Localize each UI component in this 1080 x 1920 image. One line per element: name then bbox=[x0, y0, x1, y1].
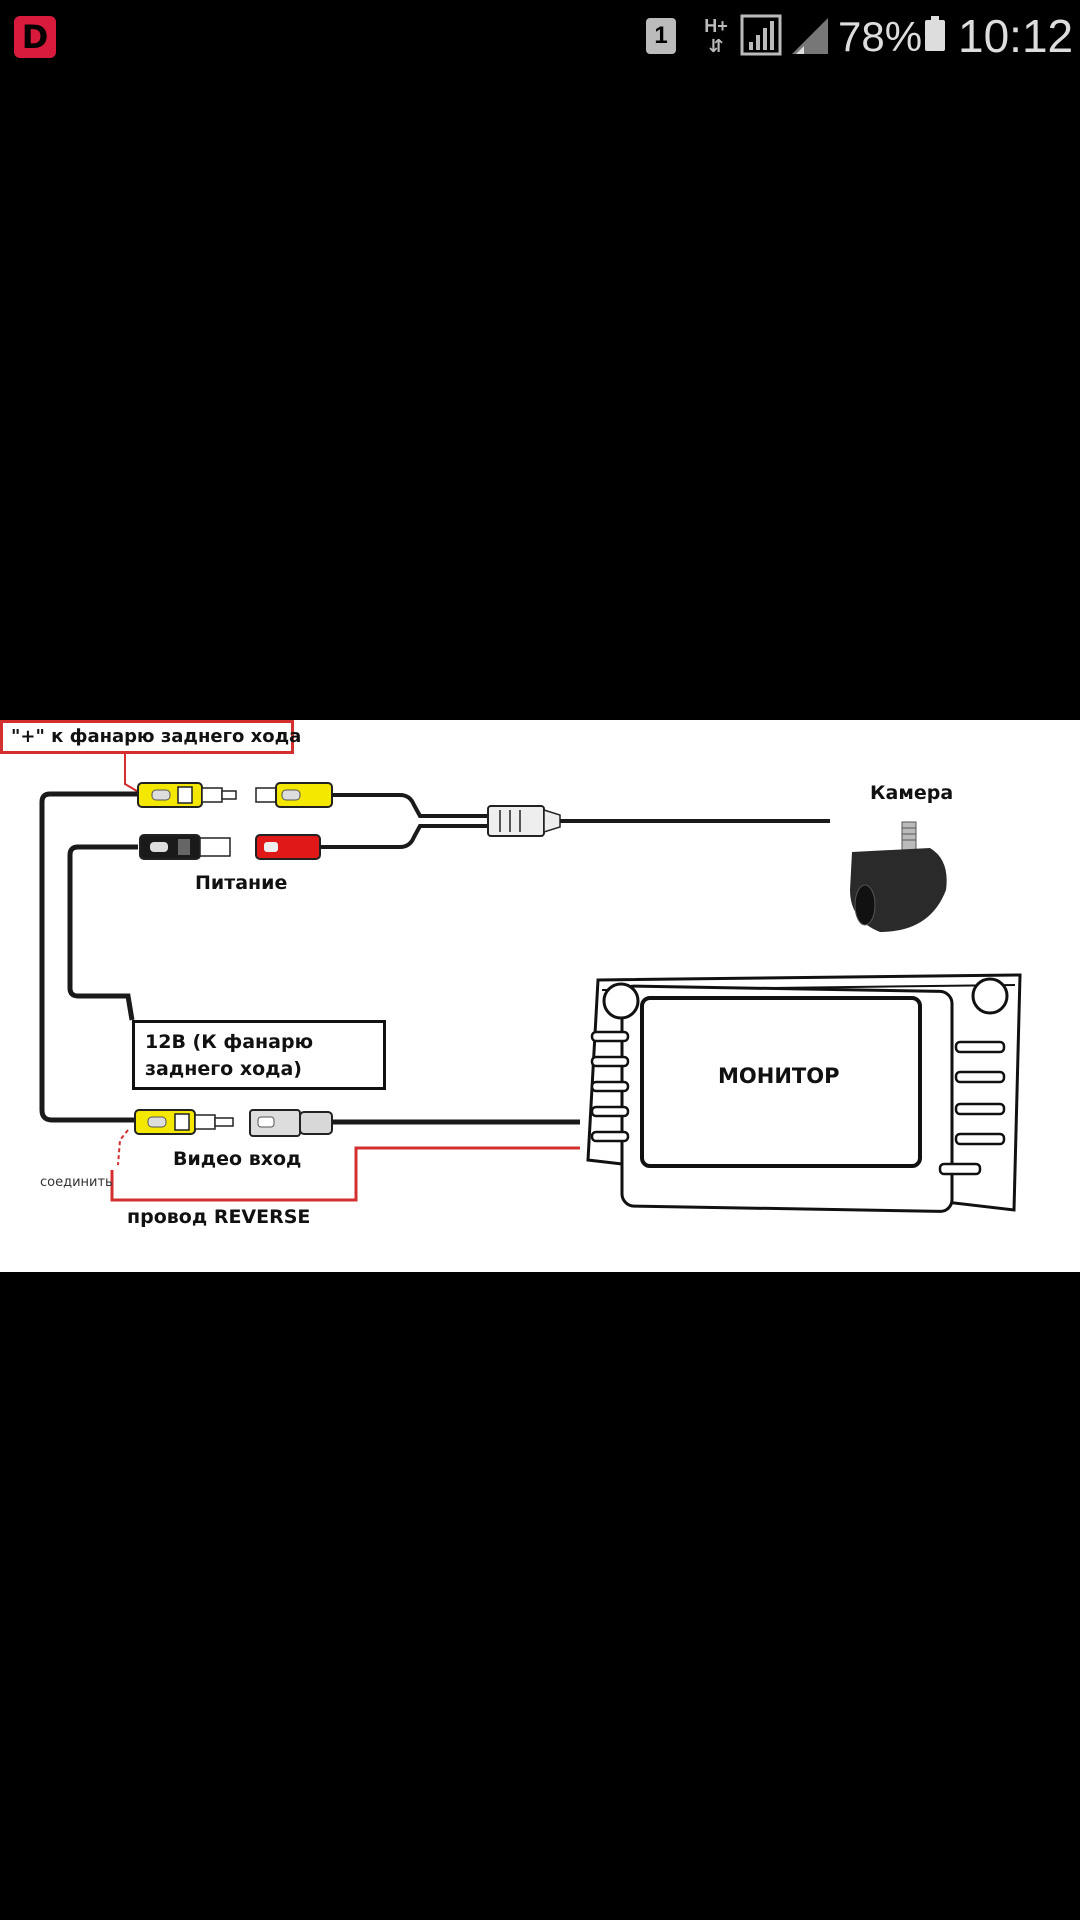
rca-yellow-plug-bottom bbox=[134, 1109, 234, 1135]
sim-card-icon: 1 bbox=[646, 18, 676, 54]
label-video-input: Видео вход bbox=[173, 1148, 302, 1170]
status-bar: D 1 H+ ⇵ 78% 10:12 bbox=[0, 0, 1080, 74]
label-connect: соединить bbox=[40, 1175, 113, 1190]
label-monitor: МОНИТОР bbox=[718, 1064, 840, 1088]
wiring-diagram bbox=[39, 754, 1022, 1213]
wire-splitter bbox=[487, 805, 561, 837]
camera-wire-a bbox=[332, 793, 490, 818]
connect-wire bbox=[117, 1129, 129, 1166]
app-notification-icon: D bbox=[14, 16, 56, 58]
signal-strength-icon bbox=[740, 14, 782, 56]
label-power: Питание bbox=[195, 872, 288, 894]
rca-gray-jack bbox=[249, 1109, 333, 1137]
camera-wire-b bbox=[320, 824, 490, 849]
label-reverse-wire: провод REVERSE bbox=[127, 1206, 311, 1228]
camera-icon bbox=[850, 821, 947, 932]
video-loop-wire bbox=[39, 791, 138, 1123]
secondary-signal-icon bbox=[792, 18, 828, 54]
network-type-indicator: H+ ⇵ bbox=[700, 16, 732, 56]
rca-red-jack bbox=[255, 834, 321, 860]
clock: 10:12 bbox=[958, 10, 1074, 62]
rca-black-plug bbox=[139, 834, 231, 860]
reverse-wire bbox=[110, 1146, 580, 1202]
label-12v: 12В (К фанарю заднего хода) bbox=[132, 1020, 386, 1090]
label-camera: Камера bbox=[870, 782, 954, 804]
monitor-head-unit bbox=[586, 973, 1022, 1213]
rca-yellow-plug-top bbox=[137, 782, 237, 808]
battery-icon bbox=[925, 16, 945, 51]
rca-yellow-jack-top bbox=[255, 782, 333, 808]
data-activity-icon: ⇵ bbox=[708, 36, 724, 56]
battery-percentage: 78% bbox=[838, 13, 923, 60]
network-type-label: H+ bbox=[704, 16, 728, 36]
label-rear-light-plus: "+" к фанарю заднего хода bbox=[0, 720, 301, 754]
power-loop-wire bbox=[67, 844, 138, 1021]
image-viewer[interactable]: "+" к фанарю заднего хода Питание Камера… bbox=[0, 720, 1080, 1272]
plus-wire bbox=[124, 754, 143, 795]
